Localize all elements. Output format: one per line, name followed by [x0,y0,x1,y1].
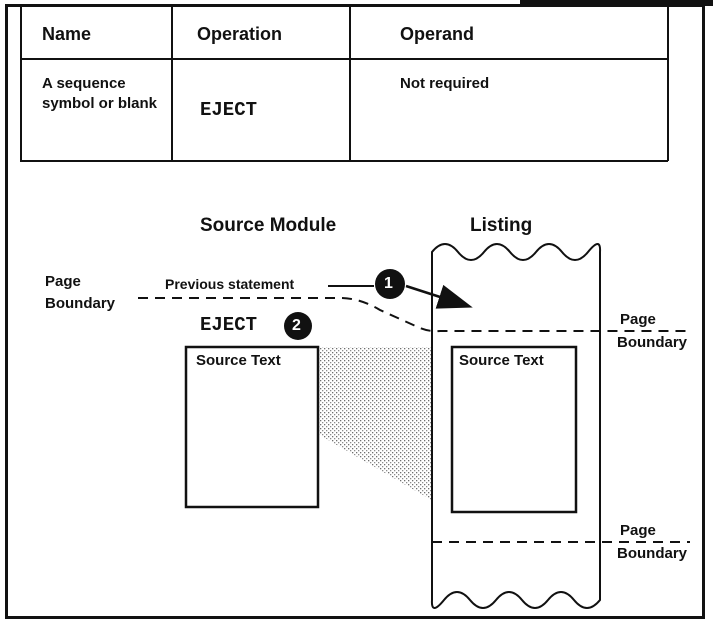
source-text-box-right [450,345,578,514]
projection-shading [318,347,452,512]
boundary-label-right-bottom: Boundary [617,545,688,562]
listing-title: Listing [470,215,533,236]
page-label-left: Page [45,273,81,290]
boundary-label-right-top: Boundary [617,334,688,351]
table-right-edge [667,7,669,161]
boundary-label-left: Boundary [45,295,116,312]
callout-1-number: 1 [384,275,393,292]
top-edge-bar [520,0,713,6]
eject-statement: EJECT [200,314,258,336]
figure-frame [5,4,705,619]
page-boundary-line-1 [138,297,690,333]
table-divider-2 [349,7,351,161]
callout-2-icon [284,312,312,340]
table-header-rule [20,58,668,60]
source-text-left-label: Source Text [196,352,281,369]
table-divider-1 [171,7,173,161]
callout-1-icon [375,269,405,299]
source-text-right-label: Source Text [459,352,544,369]
header-name: Name [42,24,92,44]
previous-statement-label: Previous statement [165,276,295,292]
row-name: A sequence symbol or blank [42,75,158,112]
page-label-right-bottom: Page [620,522,656,539]
callout-2-number: 2 [292,317,301,334]
table-left-edge [20,7,22,161]
table-bottom-rule [20,160,668,162]
previous-statement-arrow [405,284,473,309]
header-operand: Operand [400,24,475,44]
header-operation: Operation [197,24,283,44]
page-label-right-top: Page [620,311,656,328]
source-text-box-left [184,345,320,509]
source-module-title: Source Module [200,215,337,236]
row-operation: EJECT [200,99,258,121]
row-operand: Not required [400,75,490,92]
